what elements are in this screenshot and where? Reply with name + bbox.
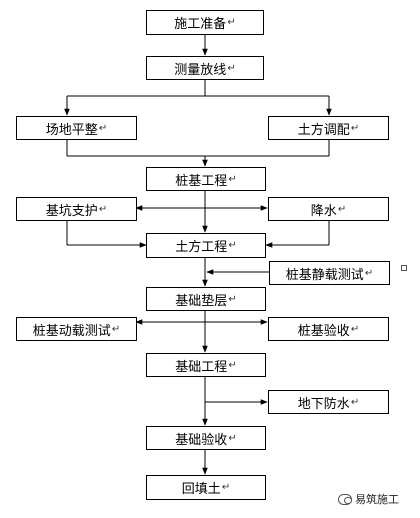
paragraph-mark: ↵ (228, 359, 237, 371)
paragraph-mark: ↵ (228, 240, 237, 251)
paragraph-mark: ↵ (228, 293, 237, 305)
wechat-icon (338, 493, 352, 505)
node-pile-engineering: 桩基工程↵ (146, 167, 266, 191)
paragraph-mark: ↵ (364, 267, 374, 279)
paragraph-mark: ↵ (227, 17, 236, 28)
watermark-text: 易筑施工 (355, 493, 399, 506)
paragraph-mark: ↵ (228, 432, 237, 444)
node-site-leveling: 场地平整↵ (16, 116, 137, 140)
node-earth-allocation: 土方调配↵ (268, 116, 389, 140)
node-dewatering: 降水↵ (268, 197, 389, 221)
node-backfill: 回填土↵ (146, 475, 266, 500)
node-foundation-acceptance: 基础验收↵ (146, 426, 266, 450)
node-foundation-cushion: 基础垫层↵ (146, 287, 266, 311)
node-pile-static-test: 桩基静载测试↵ (269, 261, 390, 285)
node-construction-prep: 施工准备↵ (146, 10, 264, 35)
watermark: 易筑施工 (338, 491, 399, 507)
paragraph-mark: ↵ (350, 323, 360, 335)
anchor-marker-icon (401, 265, 407, 271)
node-earthwork: 土方工程↵ (146, 233, 266, 258)
paragraph-mark: ↵ (227, 62, 236, 74)
node-pit-support: 基坑支护↵ (16, 197, 137, 221)
node-underground-waterproofing: 地下防水↵ (268, 390, 389, 414)
node-foundation-engineering: 基础工程↵ (146, 353, 266, 377)
paragraph-mark: ↵ (98, 122, 108, 134)
paragraph-mark: ↵ (228, 173, 237, 185)
node-survey-layout: 测量放线↵ (146, 56, 264, 80)
paragraph-mark: ↵ (111, 323, 121, 335)
paragraph-mark: ↵ (221, 482, 231, 493)
paragraph-mark: ↵ (98, 203, 108, 215)
node-pile-acceptance: 桩基验收↵ (268, 317, 389, 341)
paragraph-mark: ↵ (337, 203, 347, 215)
paragraph-mark: ↵ (350, 396, 360, 408)
node-pile-dynamic-test: 桩基动载测试↵ (16, 317, 137, 341)
paragraph-mark: ↵ (350, 122, 360, 134)
